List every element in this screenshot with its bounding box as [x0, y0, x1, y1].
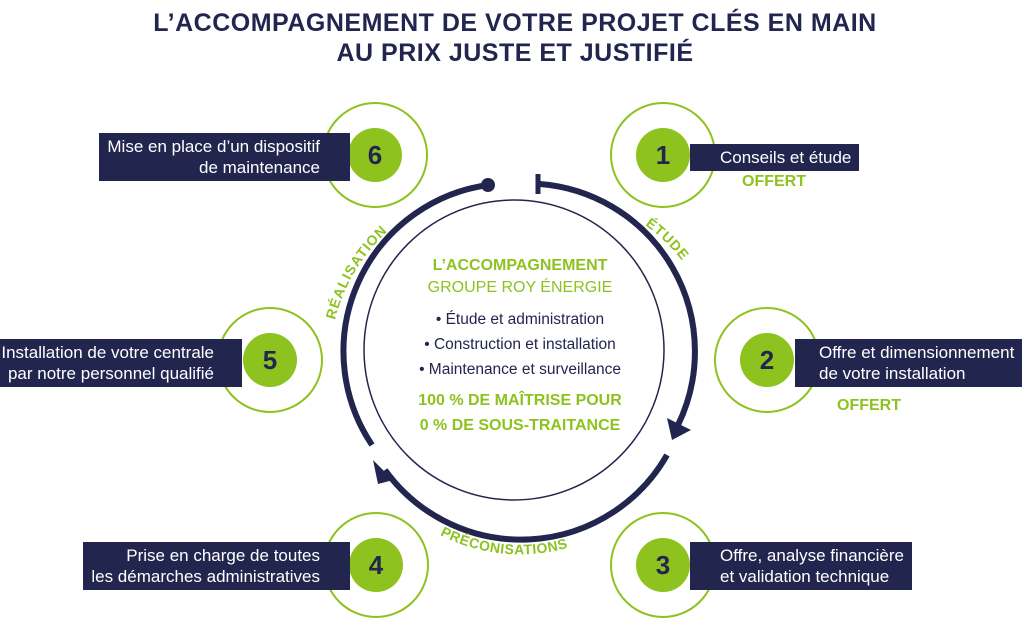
arrowhead-etude [667, 418, 691, 440]
arc-end-dot [481, 178, 495, 192]
inner-circle [363, 199, 665, 501]
step-6-line-1: Mise en place d’un dispositif [107, 137, 320, 156]
step-2-line-1: Offre et dimensionnement [819, 343, 1015, 362]
step-6-label: Mise en place d’un dispositif de mainten… [99, 133, 350, 181]
cycle-arc-etude [539, 181, 698, 427]
step-4-number: 4 [369, 550, 384, 580]
center-bullet-3: • Maintenance et surveillance [419, 361, 621, 378]
step-5-line-2: par notre personnel qualifié [7, 364, 214, 383]
center-bullet-list: • Étude et administration • Construction… [380, 307, 660, 382]
center-bullet-2: • Construction et installation [424, 336, 616, 353]
step-6-number: 6 [368, 140, 382, 170]
step-3-label: Offre, analyse financière et validation … [690, 542, 912, 590]
step-3-line-2: et validation technique [720, 567, 890, 586]
center-footer-line-1: 100 % DE MAÎTRISE POUR [418, 392, 622, 409]
center-footer-line-2: 0 % DE SOUS-TRAITANCE [419, 417, 621, 434]
step-6-line-2: de maintenance [199, 158, 320, 177]
center-subheading: GROUPE ROY ÉNERGIE [427, 279, 613, 296]
step-1-badge: 1 [610, 102, 716, 208]
step-5-label: Installation de votre centrale par notre… [0, 339, 242, 387]
step-1-line-1: Conseils et étude [720, 148, 852, 167]
step-2-line-2: de votre installation [819, 364, 966, 383]
step-2-label: Offre et dimensionnement de votre instal… [795, 339, 1023, 387]
step-5-badge: 5 [217, 307, 323, 413]
step-1-number: 1 [656, 140, 670, 170]
step-3-number: 3 [656, 550, 670, 580]
step-2-badge: 2 [714, 307, 820, 413]
title-line-1: L’ACCOMPAGNEMENT DE VOTRE PROJET CLÉS EN… [153, 9, 877, 37]
step-1-label: Conseils et étude [690, 144, 860, 171]
step-3-line-1: Offre, analyse financière [720, 546, 904, 565]
step-4-label: Prise en charge de toutes les démarches … [83, 542, 350, 590]
page-title: L’ACCOMPAGNEMENT DE VOTRE PROJET CLÉS EN… [0, 8, 1030, 68]
cycle-arc-realisation [340, 182, 489, 447]
step-1-offer-badge: OFFERT [742, 173, 806, 190]
arrowhead-preconisations [373, 460, 393, 484]
step-4-badge: 4 [323, 512, 429, 618]
center-heading: L’ACCOMPAGNEMENT [432, 257, 608, 274]
step-4-line-2: les démarches administratives [91, 567, 320, 586]
cycle-arc-preconisations [382, 453, 670, 543]
center-bullet-1: • Étude et administration [435, 311, 605, 328]
step-6-badge: 6 [322, 102, 428, 208]
step-2-number: 2 [760, 345, 774, 375]
step-5-line-1: Installation de votre centrale [1, 343, 214, 362]
step-2-offer-badge: OFFERT [837, 397, 901, 414]
step-5-number: 5 [263, 345, 277, 375]
step-4-line-1: Prise en charge de toutes [126, 546, 320, 565]
step-3-badge: 3 [610, 512, 716, 618]
title-line-2: AU PRIX JUSTE ET JUSTIFIÉ [336, 39, 694, 67]
center-content: L’ACCOMPAGNEMENT GROUPE ROY ÉNERGIE • Ét… [380, 255, 660, 436]
